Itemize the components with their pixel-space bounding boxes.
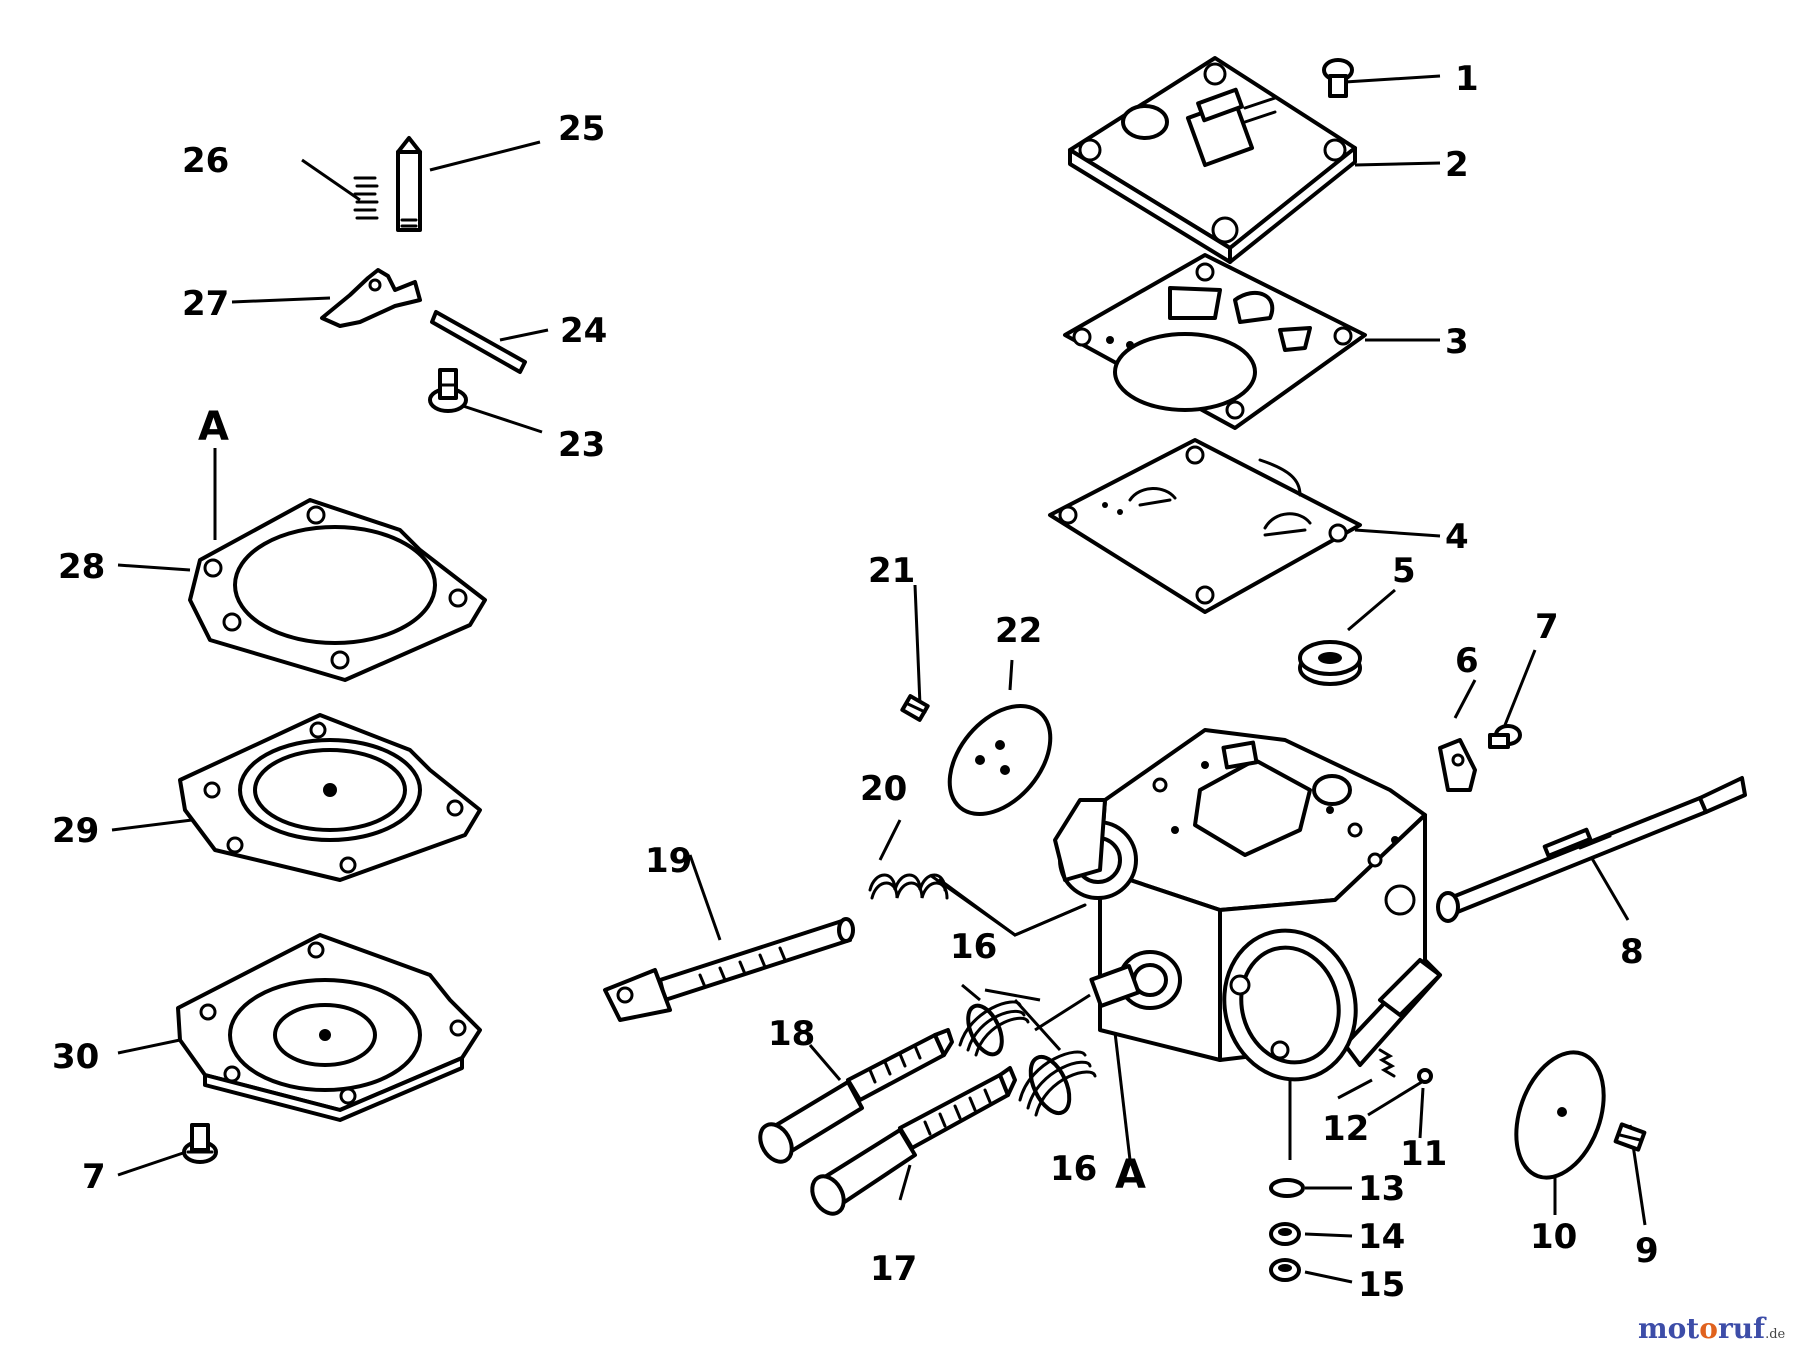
callout-20: 20 [860,769,907,809]
callout-18: 18 [768,1014,815,1054]
callout-22: 22 [995,611,1042,651]
callout-labels: 1 2 3 4 5 6 7 7 8 9 10 11 12 13 14 15 16… [52,59,1659,1305]
part-7-screw-left [182,1123,218,1164]
watermark-logo: motoruf.de [1638,1312,1786,1345]
part-25-inlet-needle [396,136,422,232]
part-30-cover [176,933,482,1122]
reference-mark-a-top: A [198,404,229,450]
part-1-screw [1322,58,1354,98]
callout-5: 5 [1392,551,1416,591]
callout-12: 12 [1322,1109,1369,1149]
leader-lines [111,74,1647,1284]
callout-4: 4 [1445,517,1469,557]
part-20-spring [868,873,1087,937]
part-14-washer [1269,1222,1301,1246]
part-23-screw [428,368,468,413]
callout-7-left: 7 [82,1157,106,1197]
callout-25: 25 [558,109,605,149]
callout-10: 10 [1530,1217,1577,1257]
callout-7-right: 7 [1535,607,1559,647]
callout-27: 27 [182,284,229,324]
part-24-pin [430,310,527,374]
part-16-spring-lower [1018,1050,1097,1117]
watermark-suffix: .de [1765,1327,1785,1342]
part-5-washer [1298,640,1362,686]
part-15-washer [1269,1258,1301,1282]
callout-11: 11 [1400,1134,1447,1174]
part-9-screw [1613,1122,1647,1152]
callout-23: 23 [558,425,605,465]
callout-9: 9 [1635,1231,1659,1271]
watermark-part-2: o [1699,1312,1718,1345]
part-3-gasket [1063,253,1367,430]
part-13-o-ring [1269,1178,1305,1198]
callout-16-upper: 16 [950,927,997,967]
reference-mark-a-bottom: A [1115,1152,1146,1198]
part-2-pump-cover [1068,56,1357,264]
part-8-throttle-shaft [1436,776,1747,923]
callout-6: 6 [1455,641,1479,681]
callout-1: 1 [1455,59,1479,99]
callout-19: 19 [645,841,692,881]
part-12-spring [1378,1048,1396,1078]
callout-21: 21 [868,551,915,591]
callout-16-lower: 16 [1050,1149,1097,1189]
part-27-lever [320,268,422,328]
svg-text:motoruf.de: motoruf.de [1638,1312,1786,1345]
callout-3: 3 [1445,322,1469,362]
callout-28: 28 [58,547,105,587]
part-7-screw-right [1488,724,1522,749]
callout-13: 13 [1358,1169,1405,1209]
part-18-needle [758,1028,954,1164]
callout-24: 24 [560,311,607,351]
callout-2: 2 [1445,145,1469,185]
part-6-clip [1438,738,1477,792]
watermark-part-3: ruf [1718,1312,1767,1345]
part-28-gasket [188,498,487,682]
part-10-throttle-plate [1514,1050,1606,1180]
part-11-ball [1417,1068,1433,1084]
part-26-spring [353,176,379,220]
callout-14: 14 [1358,1217,1405,1257]
callout-26: 26 [182,141,229,181]
carburetor-body [1053,728,1442,1082]
part-22-choke-plate [947,703,1053,817]
callout-15: 15 [1358,1265,1405,1305]
callout-29: 29 [52,811,99,851]
part-17-needle [810,1066,1017,1216]
part-29-diaphragm [178,713,482,882]
watermark-part-1: mot [1638,1312,1699,1345]
callout-30: 30 [52,1037,99,1077]
part-21-screw [900,694,930,722]
callout-8: 8 [1620,932,1644,972]
callout-17: 17 [870,1249,917,1289]
part-19-choke-shaft [603,917,855,1022]
part-16-spring-upper [958,1000,1030,1057]
part-4-diaphragm [1048,438,1362,614]
